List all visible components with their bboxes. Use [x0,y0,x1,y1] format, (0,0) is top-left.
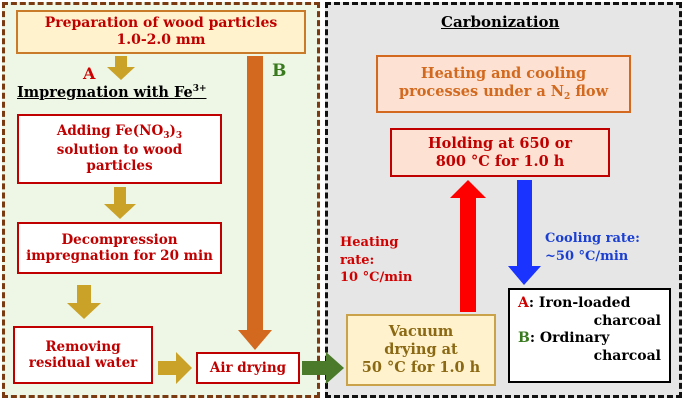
adding-solution-box: Adding Fe(NO3)3 solution to wood particl… [17,114,222,184]
path-label-b: B [272,61,287,81]
holding-line-2: 800 °C for 1.0 h [435,152,565,170]
path-label-a: A [83,64,96,83]
vacuum-drying-box: Vacuum drying at 50 °C for 1.0 h [346,314,496,386]
cooling-rate-label: Cooling rate: ~50 °C/min [545,231,640,264]
adding-line-3: particles [86,158,153,175]
wood-title: Preparation of wood particles [44,14,278,31]
vacuum-line-2: drying at [384,341,458,359]
adding-line-2: solution to wood [56,142,183,159]
holding-temperature-box: Holding at 650 or 800 °C for 1.0 h [390,128,610,177]
gold-arrow-2 [104,187,136,219]
legend-box: A: Iron-loaded charcoal B: Ordinary char… [508,288,671,383]
decompression-line-2: impregnation for 20 min [26,248,213,264]
gold-arrow-1 [107,56,135,80]
legend-a-cont: charcoal [593,312,661,329]
impregnation-heading: Impregnation with Fe3+ [17,84,207,101]
decompression-line-1: Decompression [61,231,178,248]
heating-rate-label: Heating rate: 10 °C/min [340,235,413,286]
wood-preparation-box: Preparation of wood particles 1.0-2.0 mm [16,10,306,54]
gold-arrow-4 [158,352,192,384]
air-drying-box: Air drying [196,352,300,384]
heating-process-line-1: Heating and cooling [420,65,587,83]
removing-line-2: residual water [28,355,138,371]
legend-b-cont: charcoal [593,347,661,364]
legend-a: A: Iron-loaded [518,295,631,311]
removing-line-1: Removing [45,338,121,355]
decompression-box: Decompression impregnation for 20 min [17,222,222,274]
green-arrow [302,352,344,384]
air-drying-label: Air drying [209,359,287,376]
vacuum-line-1: Vacuum [388,323,454,341]
vacuum-line-3: 50 °C for 1.0 h [361,358,481,376]
orange-arrow-b [238,56,272,350]
blue-arrow-down [508,180,541,285]
legend-b: B: Ordinary [518,330,610,346]
red-arrow-up [450,180,486,312]
gold-arrow-3 [67,285,101,319]
wood-size: 1.0-2.0 mm [116,32,206,48]
removing-water-box: Removing residual water [13,326,153,384]
heating-process-line-2: processes under a N2 flow [398,82,609,102]
heating-cooling-process-box: Heating and cooling processes under a N2… [376,55,631,113]
holding-line-1: Holding at 650 or [427,134,573,152]
carbonization-heading: Carbonization [441,13,560,31]
adding-line-1: Adding Fe(NO3)3 [56,123,183,142]
